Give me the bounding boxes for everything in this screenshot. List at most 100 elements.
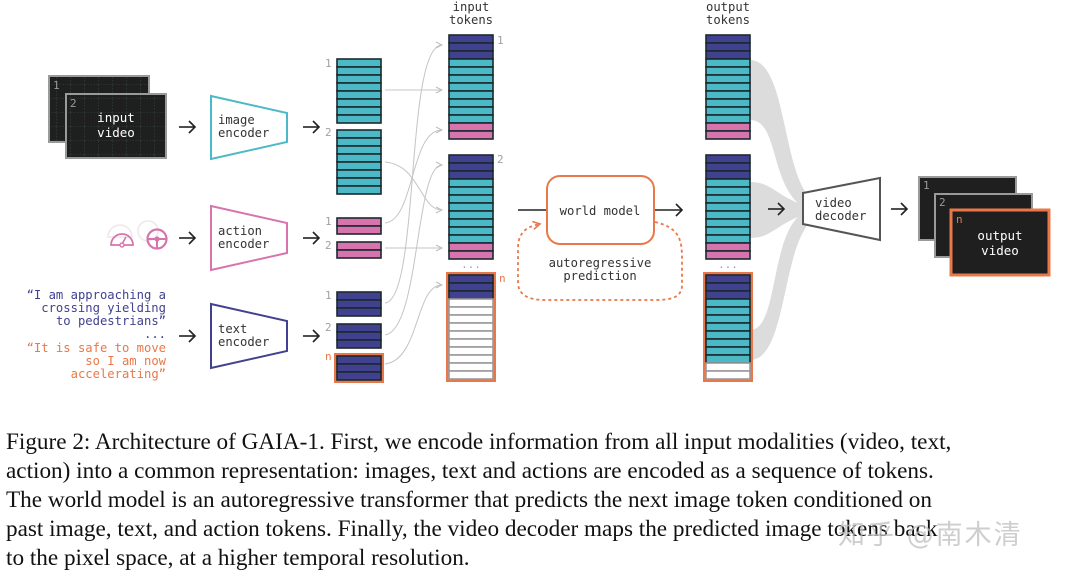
image-token [448,234,494,244]
input-token-block-2 [448,154,494,260]
text-prompts: “I am approaching a crossing yielding to… [27,288,167,381]
arrow-icon [179,329,197,343]
empty-token [448,298,494,308]
output-video-title: output [977,228,1022,243]
text-prompt-line: crossing yielding [41,301,166,315]
world-model-label: world model [560,204,641,218]
text-token [336,363,382,373]
text-prompt-line: “It is safe to move [27,341,166,355]
routing-curves [384,45,442,365]
text-token [448,34,494,44]
encoded-label: 1 [325,289,332,302]
image-token [336,177,382,187]
caption-line: to the pixel space, at a higher temporal… [6,545,470,571]
image-token [336,82,382,92]
image-token [448,194,494,204]
world-model: world model [546,175,655,245]
arrow-icon [179,231,197,245]
image-token [705,186,751,196]
image-token [448,66,494,76]
flow-arrows [179,120,909,343]
action-encoder-label: action [218,224,262,238]
image-token [705,210,751,220]
video-decoder-label: decoder [815,209,866,223]
architecture-diagram: 1 2 input video “I am appr [27,0,1051,383]
output-frame-label: 1 [923,179,930,192]
arrow-icon [303,120,321,134]
image-token [705,354,751,364]
image-token [448,98,494,108]
image-encoder-label: encoder [218,126,269,140]
empty-token [705,362,751,372]
encoded-label: 2 [325,239,332,252]
action-token [448,122,494,132]
text-token [448,282,494,292]
input-block-label: n [499,272,506,285]
action-icons [107,220,168,250]
image-token [705,218,751,228]
action-tokens-2 [336,241,382,259]
image-token [336,129,382,139]
image-token [705,202,751,212]
action-token [705,122,751,132]
empty-token [705,370,751,380]
input-block-label: 1 [497,34,504,47]
input-video-title: input [97,110,135,125]
action-token [336,249,382,259]
image-tokens-frame-2 [336,129,382,195]
action-token [336,225,382,235]
text-token [336,331,382,341]
image-token [705,338,751,348]
action-token [448,242,494,252]
caption-line: past image, text, and action tokens. Fin… [6,516,938,542]
image-token [336,137,382,147]
image-token [705,90,751,100]
action-encoder-label: encoder [218,237,269,251]
image-token [336,58,382,68]
image-token [336,153,382,163]
text-token [448,50,494,60]
text-encoder: text encoder [210,302,288,370]
action-token [705,250,751,260]
image-token [336,185,382,195]
text-token [705,274,751,284]
image-token [448,82,494,92]
image-token [705,178,751,188]
image-token [448,114,494,124]
empty-token [448,346,494,356]
output-video: 1 2 n output video [918,176,1051,277]
caption-line: The world model is an autoregressive tra… [6,487,932,513]
text-token [336,355,382,365]
text-token [705,50,751,60]
text-token [705,42,751,52]
output-tokens-title: output [706,0,750,14]
text-token [448,162,494,172]
image-token [448,226,494,236]
text-tokens-n [334,353,384,383]
text-token [448,274,494,284]
text-token [705,154,751,164]
image-token [705,322,751,332]
route-text-2 [384,165,442,336]
arrow-icon [303,231,321,245]
encoded-label: 2 [325,321,332,334]
route-text-1 [384,45,442,304]
action-token [336,217,382,227]
output-token-block-n [703,272,753,382]
text-token [448,170,494,180]
output-tokens-title: tokens [706,13,750,27]
image-token [705,106,751,116]
image-token [448,106,494,116]
text-token [705,170,751,180]
image-token [336,145,382,155]
empty-token [448,338,494,348]
text-token [705,162,751,172]
image-token [336,90,382,100]
text-encoder-label: text [218,322,247,336]
input-frame-label: 2 [70,97,77,110]
text-prompt-ellipsis: ... [144,327,166,341]
image-token [705,194,751,204]
autoregressive-label: prediction [563,269,636,283]
encoded-label: n [325,350,332,363]
image-token [448,186,494,196]
